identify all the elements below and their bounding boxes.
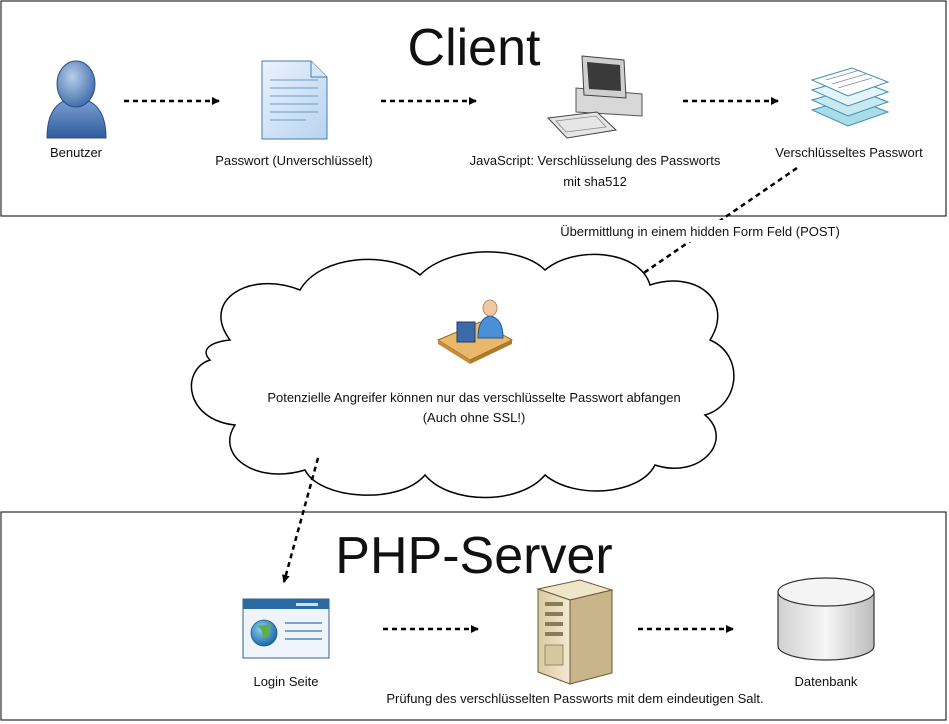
login-label: Login Seite bbox=[253, 674, 318, 689]
web-page-icon bbox=[242, 598, 330, 659]
transfer-label: Übermittlung in einem hidden Form Feld (… bbox=[560, 224, 840, 239]
arrow-encrypted-to-cloud bbox=[609, 166, 798, 298]
js-label-line1: JavaScript: Verschlüsselung des Passwort… bbox=[470, 153, 721, 168]
password-plain-label: Passwort (Unverschlüsselt) bbox=[215, 153, 373, 168]
user-label: Benutzer bbox=[50, 145, 103, 160]
server-title: PHP-Server bbox=[335, 527, 612, 585]
cloud-shape bbox=[190, 251, 735, 499]
document-icon bbox=[261, 60, 328, 140]
check-label: Prüfung des verschlüsselten Passworts mi… bbox=[386, 691, 763, 706]
cloud-text-line2: (Auch ohne SSL!) bbox=[423, 410, 526, 425]
transfer-label-bg bbox=[540, 220, 860, 242]
stacked-papers-icon bbox=[810, 67, 890, 127]
server-icon bbox=[536, 579, 614, 685]
encrypted-password-label: Verschlüsseltes Passwort bbox=[775, 145, 923, 160]
user-icon bbox=[46, 60, 107, 139]
arrow-cloud-to-login bbox=[281, 457, 320, 583]
computer-icon bbox=[546, 55, 643, 139]
client-title: Client bbox=[408, 19, 541, 77]
database-label: Datenbank bbox=[795, 674, 858, 689]
cloud-text-line1: Potenzielle Angreifer können nur das ver… bbox=[267, 390, 680, 405]
js-label-line2: mit sha512 bbox=[563, 174, 627, 189]
attacker-icon bbox=[436, 299, 514, 364]
database-icon bbox=[777, 577, 875, 661]
client-box bbox=[0, 0, 947, 217]
